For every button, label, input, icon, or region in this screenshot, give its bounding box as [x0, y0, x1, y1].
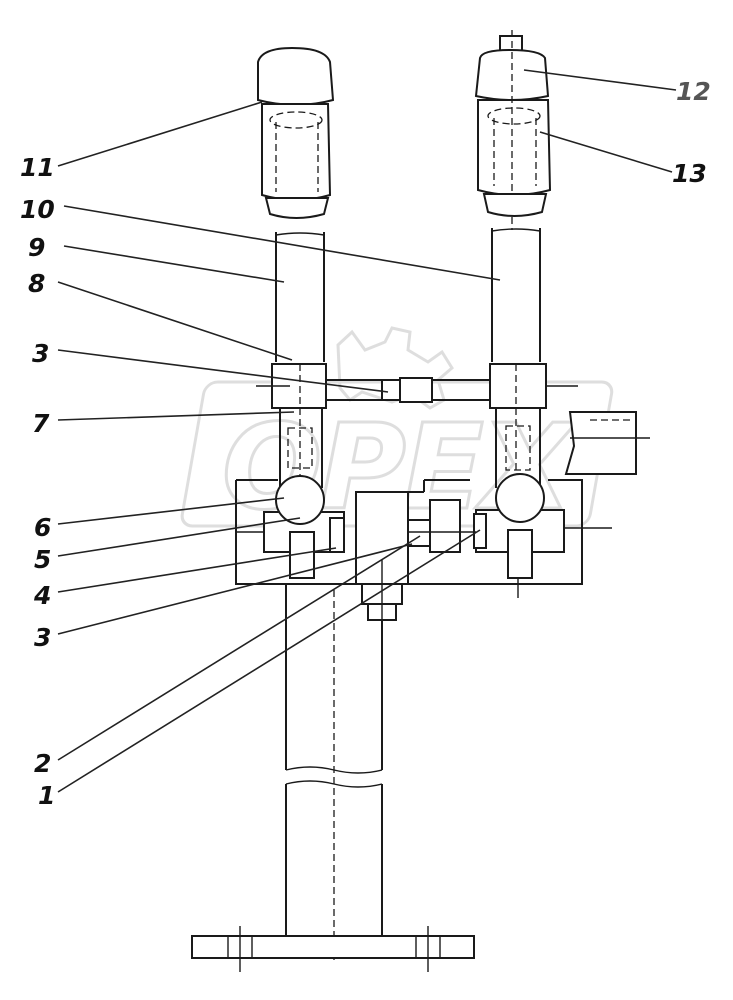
leader-9 — [63, 245, 285, 283]
leader-lines — [57, 69, 677, 793]
callout-labels: 11 10 9 8 3 7 6 5 4 3 2 1 12 13 — [20, 77, 711, 810]
ball-joints — [275, 473, 545, 525]
leader-5 — [57, 517, 301, 557]
callout-9: 9 — [28, 233, 45, 262]
callout-11: 11 — [20, 153, 55, 182]
base-flange — [191, 926, 475, 972]
column — [285, 584, 383, 960]
callout-3-upper: 3 — [32, 339, 49, 368]
lower-pins — [289, 513, 533, 598]
callout-1: 1 — [38, 781, 55, 810]
callout-13: 13 — [672, 159, 707, 188]
upper-cross-assembly — [256, 363, 578, 520]
upper-stems — [279, 408, 541, 488]
leader-12 — [523, 69, 677, 91]
callout-4: 4 — [33, 581, 51, 610]
leader-10 — [63, 205, 501, 281]
leader-2 — [57, 535, 421, 761]
callout-3-lower: 3 — [34, 623, 51, 652]
leader-3-upper — [57, 349, 389, 393]
leader-13 — [539, 131, 673, 173]
callout-5: 5 — [34, 545, 51, 574]
right-bracket — [564, 411, 650, 475]
leader-7 — [57, 411, 295, 421]
leader-4 — [57, 547, 337, 593]
leader-1 — [57, 529, 481, 793]
lever-shafts — [275, 228, 541, 362]
callout-8: 8 — [28, 269, 45, 298]
callout-6: 6 — [34, 513, 51, 542]
callout-7: 7 — [32, 409, 50, 438]
leader-3-lower — [57, 543, 413, 635]
callout-2: 2 — [34, 749, 51, 778]
leader-6 — [57, 497, 285, 525]
callout-12: 12 — [676, 77, 711, 106]
callout-10: 10 — [20, 195, 55, 224]
leader-8 — [57, 281, 293, 361]
leader-11 — [57, 101, 263, 167]
watermark-gear-icon — [336, 326, 454, 410]
left-knob — [257, 46, 335, 219]
right-knob — [474, 30, 552, 230]
